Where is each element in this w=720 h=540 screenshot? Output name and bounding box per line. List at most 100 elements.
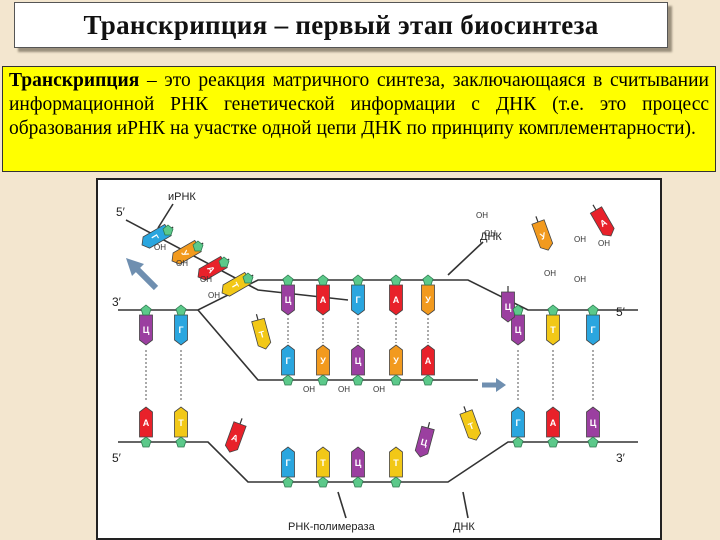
backbone-node xyxy=(422,374,434,386)
backbone-node xyxy=(317,274,329,286)
movement-arrow-right-head xyxy=(496,378,506,392)
definition-text: – это реакция матричного синтеза, заключ… xyxy=(9,70,709,139)
free-nucleotide-stem xyxy=(463,406,467,413)
lower-right-nucleotide-block xyxy=(511,406,525,438)
upper-left-nucleotide-letter: Ц xyxy=(143,325,150,335)
free-nucleotide-block xyxy=(251,317,272,350)
backbone-node xyxy=(242,272,254,284)
upper-left-nucleotide-letter: Г xyxy=(178,325,183,335)
backbone-node xyxy=(140,436,152,448)
template-top-nucleotide-letter: А xyxy=(393,295,400,305)
backbone-node xyxy=(587,436,599,448)
backbone-node xyxy=(512,436,524,448)
released-mrna-nucleotide-letter: А xyxy=(205,264,217,275)
upper-right-nucleotide: Г xyxy=(586,309,600,346)
mrna-nucleotide-letter: У xyxy=(393,356,399,366)
definition-term: Транскрипция xyxy=(9,70,140,91)
coding-bottom-nucleotide-letter: Ц xyxy=(355,458,362,468)
free-nucleotide: А xyxy=(224,418,247,453)
template-top-nucleotide-letter: Г xyxy=(355,295,360,305)
upper-right-nucleotide-block xyxy=(586,314,600,346)
lower-left-nucleotide-letter: А xyxy=(143,418,150,428)
lower-left-nucleotide-block xyxy=(174,406,188,438)
released-mrna-nucleotide-letter: Г xyxy=(149,233,160,242)
label-3-top-left: 3′ xyxy=(112,295,122,309)
backbone-node xyxy=(218,256,230,268)
free-nucleotide-block xyxy=(459,409,482,441)
free-nucleotide: Т xyxy=(459,406,482,441)
mrna-nucleotide-letter: А xyxy=(425,356,432,366)
coding-bottom-nucleotide-block xyxy=(316,446,330,478)
coding-bottom-nucleotide: Т xyxy=(316,446,330,483)
coding-bottom-nucleotide: Г xyxy=(281,446,295,483)
dna-bottom-pointer xyxy=(462,491,469,519)
lower-right-nucleotide-block xyxy=(586,406,600,438)
backbone-node xyxy=(587,304,599,316)
free-nucleotide: Т xyxy=(251,314,272,350)
slide-title: Транскрипция – первый этап биосинтеза xyxy=(83,9,599,40)
mrna-nucleotide-block xyxy=(281,344,295,376)
lower-left-nucleotide-letter: Т xyxy=(178,418,184,428)
backbone-node xyxy=(140,304,152,316)
upper-left-nucleotide-block xyxy=(174,314,188,346)
label-polymerase: РНК-полимераза xyxy=(288,521,376,533)
lower-left-nucleotide-block xyxy=(139,406,153,438)
upper-right-nucleotide-letter: Т xyxy=(550,325,556,335)
lower-right-nucleotide: Г xyxy=(511,406,525,443)
oh-label: ОН xyxy=(303,385,315,394)
free-nucleotide-letter: А xyxy=(598,217,609,229)
label-3-bottom-right: 3′ xyxy=(616,451,626,465)
oh-label: ОН xyxy=(544,269,556,278)
label-dna-bottom: ДНК xyxy=(453,521,475,533)
oh-label: ОН xyxy=(200,275,212,284)
backbone-node xyxy=(317,476,329,488)
upper-right-nucleotide-block xyxy=(511,314,525,346)
template-top-nucleotide-block xyxy=(316,284,330,316)
coding-bottom-nucleotide-letter: Г xyxy=(285,458,290,468)
mrna-nucleotide-block xyxy=(421,344,435,376)
mrna-nucleotide-letter: Ц xyxy=(355,356,362,366)
movement-arrow-left-head xyxy=(126,258,144,276)
backbone-node xyxy=(390,374,402,386)
mrna-nucleotide-block xyxy=(389,344,403,376)
released-mrna-nucleotide-letter: У xyxy=(179,249,191,259)
free-nucleotide-letter: Т xyxy=(258,329,266,340)
polymerase-pointer xyxy=(337,491,347,519)
backbone-node xyxy=(192,240,204,252)
free-nucleotide-block xyxy=(531,219,554,251)
upper-right-nucleotide-block xyxy=(546,314,560,346)
free-nucleotide-block xyxy=(224,421,247,453)
free-nucleotide: У xyxy=(531,216,554,251)
free-nucleotide: Ц xyxy=(501,286,515,323)
backbone-node xyxy=(352,374,364,386)
backbone-node xyxy=(547,304,559,316)
backbone-node xyxy=(282,274,294,286)
coding-bottom-nucleotide-block xyxy=(351,446,365,478)
label-5-top-right: 5′ xyxy=(616,305,626,319)
backbone-node xyxy=(422,274,434,286)
oh-label: ОН xyxy=(176,259,188,268)
mrna-nucleotide-letter: У xyxy=(320,356,326,366)
free-nucleotide: Ц xyxy=(414,422,435,458)
oh-label: ОН xyxy=(208,291,220,300)
oh-label: ОН xyxy=(373,385,385,394)
dna-top-pointer xyxy=(447,241,484,276)
oh-label: ОН xyxy=(484,229,496,238)
template-top-nucleotide: А xyxy=(389,279,403,316)
upper-right-nucleotide-letter: Г xyxy=(590,325,595,335)
mrna-nucleotide-block xyxy=(316,344,330,376)
free-nucleotide-stem xyxy=(427,422,431,429)
mrna-nucleotide-letter: Г xyxy=(285,356,290,366)
mrna-nucleotide-block xyxy=(351,344,365,376)
template-top-nucleotide-letter: А xyxy=(320,295,327,305)
dna-template-bend xyxy=(197,309,478,381)
oh-label: ОН xyxy=(338,385,350,394)
label-5-mrna: 5′ xyxy=(116,205,126,219)
label-mrna: иРНК xyxy=(168,191,196,203)
backbone-node xyxy=(175,304,187,316)
backbone-node xyxy=(352,476,364,488)
released-mrna-nucleotide-letter: Т xyxy=(229,281,241,291)
free-nucleotide-stem xyxy=(535,216,539,223)
slide-title-box: Транскрипция – первый этап биосинтеза xyxy=(14,2,668,48)
